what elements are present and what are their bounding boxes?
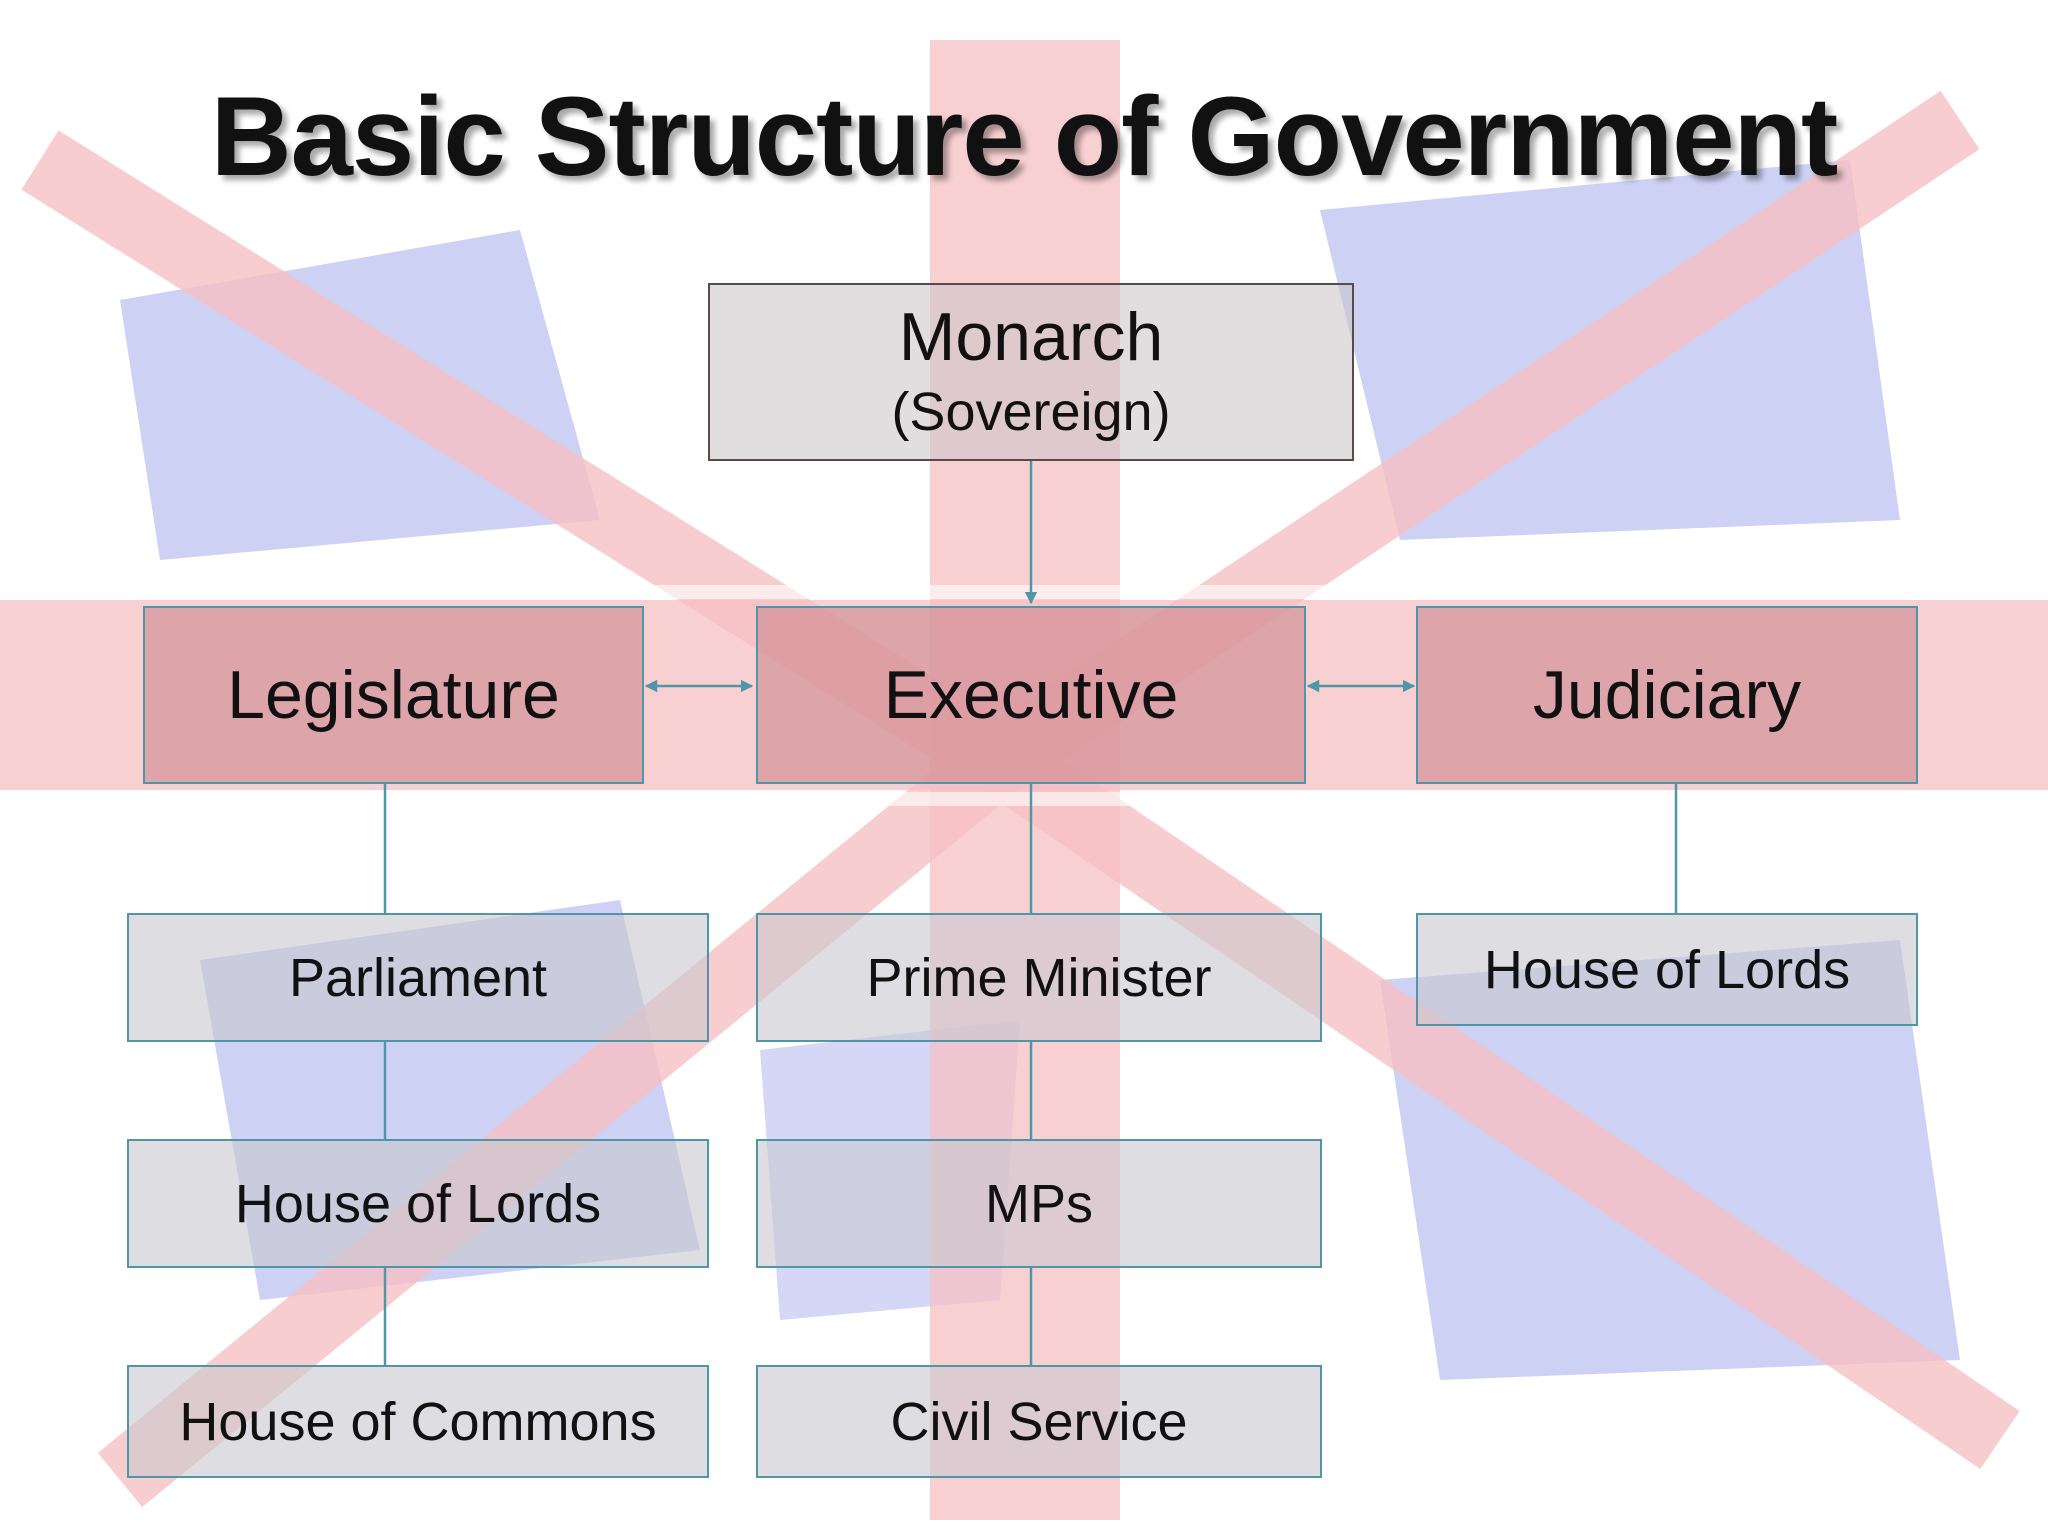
house-of-lords-box: House of Lords (127, 1139, 709, 1268)
executive-box: Executive (756, 606, 1306, 784)
monarch-label: Monarch (898, 299, 1164, 375)
judiciary-box: Judiciary (1416, 606, 1918, 784)
page-title: Basic Structure of Government (210, 74, 1839, 199)
monarch-sublabel: (Sovereign) (891, 382, 1171, 442)
parliament-box: Parliament (127, 913, 709, 1042)
mps-box: MPs (756, 1139, 1322, 1268)
house-of-commons-box: House of Commons (127, 1365, 709, 1478)
prime-minister-box: Prime Minister (756, 913, 1322, 1042)
civil-service-box: Civil Service (756, 1365, 1322, 1478)
judiciary-house-of-lords-box: House of Lords (1416, 913, 1918, 1026)
monarch-box: Monarch (Sovereign) (708, 283, 1354, 461)
legislature-box: Legislature (143, 606, 644, 784)
